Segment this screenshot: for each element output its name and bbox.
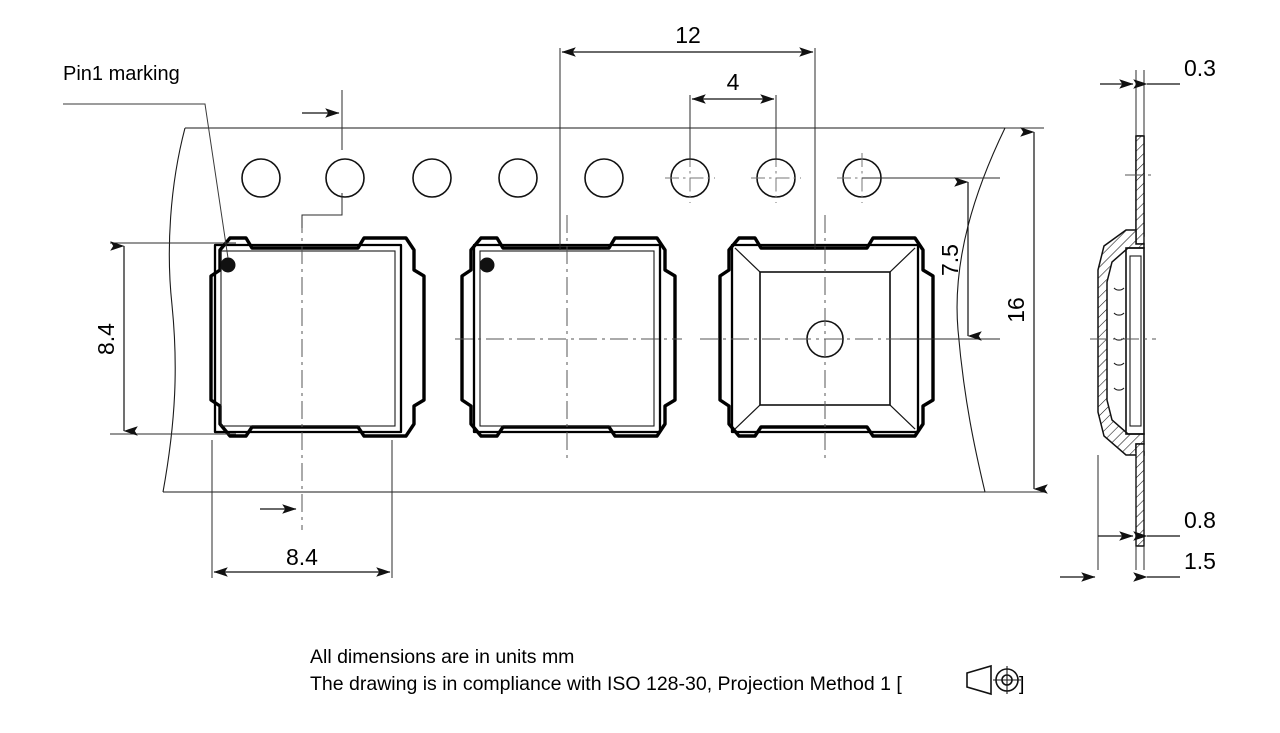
component-1-body — [213, 243, 403, 434]
dim-16-value: 16 — [1003, 297, 1029, 323]
sprocket-hole — [325, 158, 365, 198]
dim-0-3-value: 0.3 — [1184, 55, 1216, 81]
section-cavity-inner — [1129, 255, 1142, 427]
dimension-12: 12 — [559, 22, 816, 250]
component-2-pin1-dot — [479, 257, 495, 273]
offset-arrow-top-bracket — [301, 193, 343, 228]
sprocket-hole-row — [241, 153, 887, 203]
dim-0-8-value: 0.8 — [1184, 507, 1216, 533]
note-units: All dimensions are in units mm — [310, 646, 574, 668]
component-1-pin1-dot — [220, 257, 236, 273]
pocket-offset-arrows — [260, 90, 343, 514]
dimension-0-8: 0.8 — [1098, 507, 1216, 541]
component-3-outline — [718, 236, 935, 438]
dimension-0-3: 0.3 — [1100, 55, 1216, 89]
component-2 — [455, 215, 682, 460]
dim-8-4-v-value: 8.4 — [93, 323, 119, 355]
section-lower-flange — [1135, 443, 1145, 547]
dimension-16: 16 — [985, 127, 1048, 494]
component-1-outline — [209, 236, 426, 438]
dim-7-5-value: 7.5 — [937, 244, 963, 276]
dim-1-5-value: 1.5 — [1184, 548, 1216, 574]
projection-cone-shape — [966, 664, 992, 696]
note-standard: The drawing is in compliance with ISO 12… — [310, 673, 902, 695]
tape-right-break-line — [956, 127, 1006, 493]
notes-block: All dimensions are in units mm The drawi… — [310, 646, 1024, 695]
dim-12-value: 12 — [675, 22, 701, 48]
dimension-8-4-vertical: 8.4 — [93, 241, 236, 436]
sprocket-hole — [584, 158, 624, 198]
section-cavity-outer — [1125, 247, 1145, 435]
pin1-marking-callout: Pin1 marking — [63, 63, 229, 259]
dim-4-value: 4 — [727, 69, 740, 95]
component-1-body-inner — [220, 250, 396, 427]
sprocket-hole — [498, 158, 538, 198]
pin1-leader-line — [63, 103, 229, 259]
dimension-8-4-horizontal: 8.4 — [211, 440, 393, 578]
dimension-1-5: 1.5 — [1060, 548, 1216, 582]
side-section-view — [1090, 70, 1156, 570]
pin1-marking-label: Pin1 marking — [63, 63, 180, 85]
section-pocket-wall — [1097, 229, 1145, 456]
projection-method-1-icon — [966, 664, 1021, 696]
section-lead-bumps — [1113, 287, 1125, 391]
dimension-4: 4 — [689, 69, 777, 160]
dim-8-4-h-value: 8.4 — [286, 544, 318, 570]
dimension-7-5: 7.5 — [862, 177, 1000, 341]
component-3-empty-pocket — [700, 215, 955, 460]
sprocket-hole — [412, 158, 452, 198]
note-bracket-close: ] — [1019, 673, 1024, 695]
section-upper-flange — [1135, 135, 1145, 245]
component-2-outline — [460, 236, 677, 438]
sprocket-hole — [241, 158, 281, 198]
tape-left-break-line — [162, 127, 186, 493]
top-view-carrier-tape — [162, 127, 1006, 530]
component-1 — [209, 215, 426, 530]
